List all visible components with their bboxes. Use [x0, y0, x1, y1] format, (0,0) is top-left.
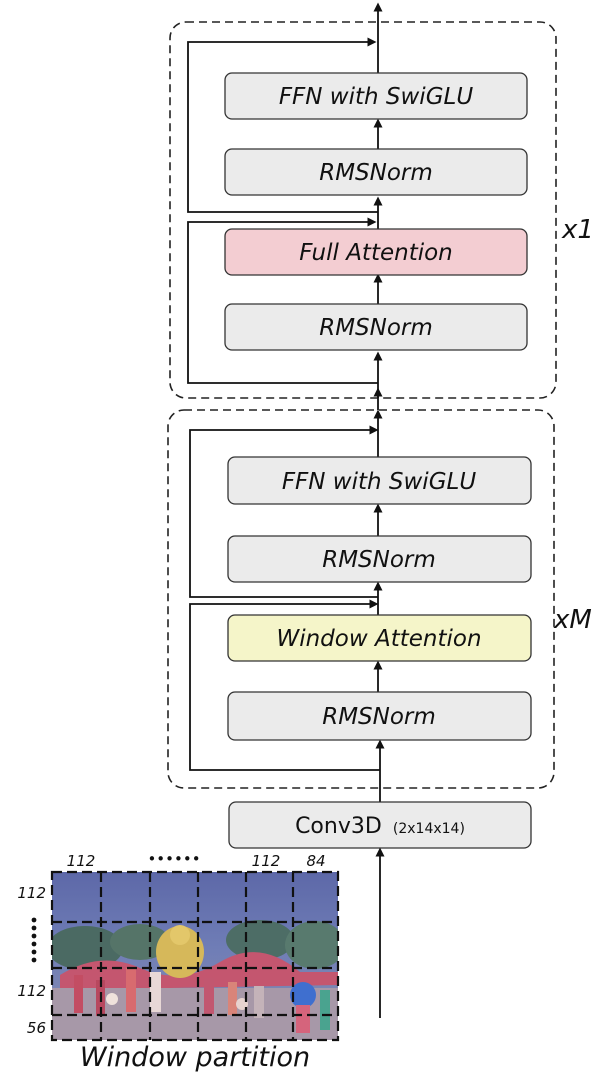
rmsnorm-upper-label-top: RMSNorm: [319, 160, 433, 186]
ffn-label-top: FFN with SwiGLU: [279, 84, 474, 110]
left-dim-second: 112: [17, 982, 46, 1000]
window-partition: 112 •••••• 112 84 112 112 56 Window part…: [17, 850, 340, 1073]
left-dim-third: 56: [27, 1019, 46, 1037]
rmsnorm-lower-label-top: RMSNorm: [319, 315, 433, 341]
conv3d-name: Conv3D: [295, 814, 382, 839]
partition-photo: [52, 872, 338, 1040]
rmsnorm-lower-label-window: RMSNorm: [322, 704, 436, 730]
conv3d-label: Conv3D (2x14x14): [295, 814, 465, 839]
window-block: FFN with SwiGLU RMSNorm Window Attention…: [167, 387, 592, 802]
partition-grid: [50, 870, 340, 1042]
window-residual-lower: [189, 599, 380, 771]
top-dim-third: 112: [252, 852, 281, 870]
partition-caption: Window partition: [80, 1042, 310, 1073]
window-attention-box: Window Attention: [227, 614, 532, 662]
top-dim-last: 84: [306, 852, 325, 870]
top-dim-ellipsis: ••••••: [147, 850, 200, 868]
top-block-frame: [169, 21, 557, 399]
window-residual-upper: [189, 425, 379, 598]
ffn-label-window: FFN with SwiGLU: [282, 469, 477, 495]
full-attention-box: Full Attention: [224, 228, 528, 276]
rmsnorm-upper-box-window: RMSNorm: [227, 535, 532, 583]
window-attention-label: Window Attention: [276, 626, 481, 652]
left-dim-first: 112: [17, 884, 46, 902]
rmsnorm-lower-box-top: RMSNorm: [224, 303, 528, 351]
window-block-frame: [167, 409, 555, 789]
left-dim-ellipsis: [31, 917, 37, 963]
rmsnorm-lower-box-window: RMSNorm: [227, 691, 532, 741]
top-block: FFN with SwiGLU RMSNorm Full Attention R…: [169, 2, 594, 399]
top-residual-upper: [187, 37, 378, 213]
full-attention-label: Full Attention: [299, 240, 453, 266]
rmsnorm-upper-box-top: RMSNorm: [224, 148, 528, 196]
conv3d-kernel: (2x14x14): [393, 821, 465, 837]
window-repeat-label: xM: [553, 605, 592, 635]
ffn-box-window: FFN with SwiGLU: [227, 456, 532, 505]
top-residual-lower: [187, 217, 378, 384]
top-dim-first: 112: [67, 852, 96, 870]
conv3d-box: Conv3D (2x14x14): [228, 801, 532, 849]
ffn-box-top: FFN with SwiGLU: [224, 72, 528, 120]
rmsnorm-upper-label-window: RMSNorm: [322, 547, 436, 573]
top-repeat-label: x1: [561, 215, 594, 245]
